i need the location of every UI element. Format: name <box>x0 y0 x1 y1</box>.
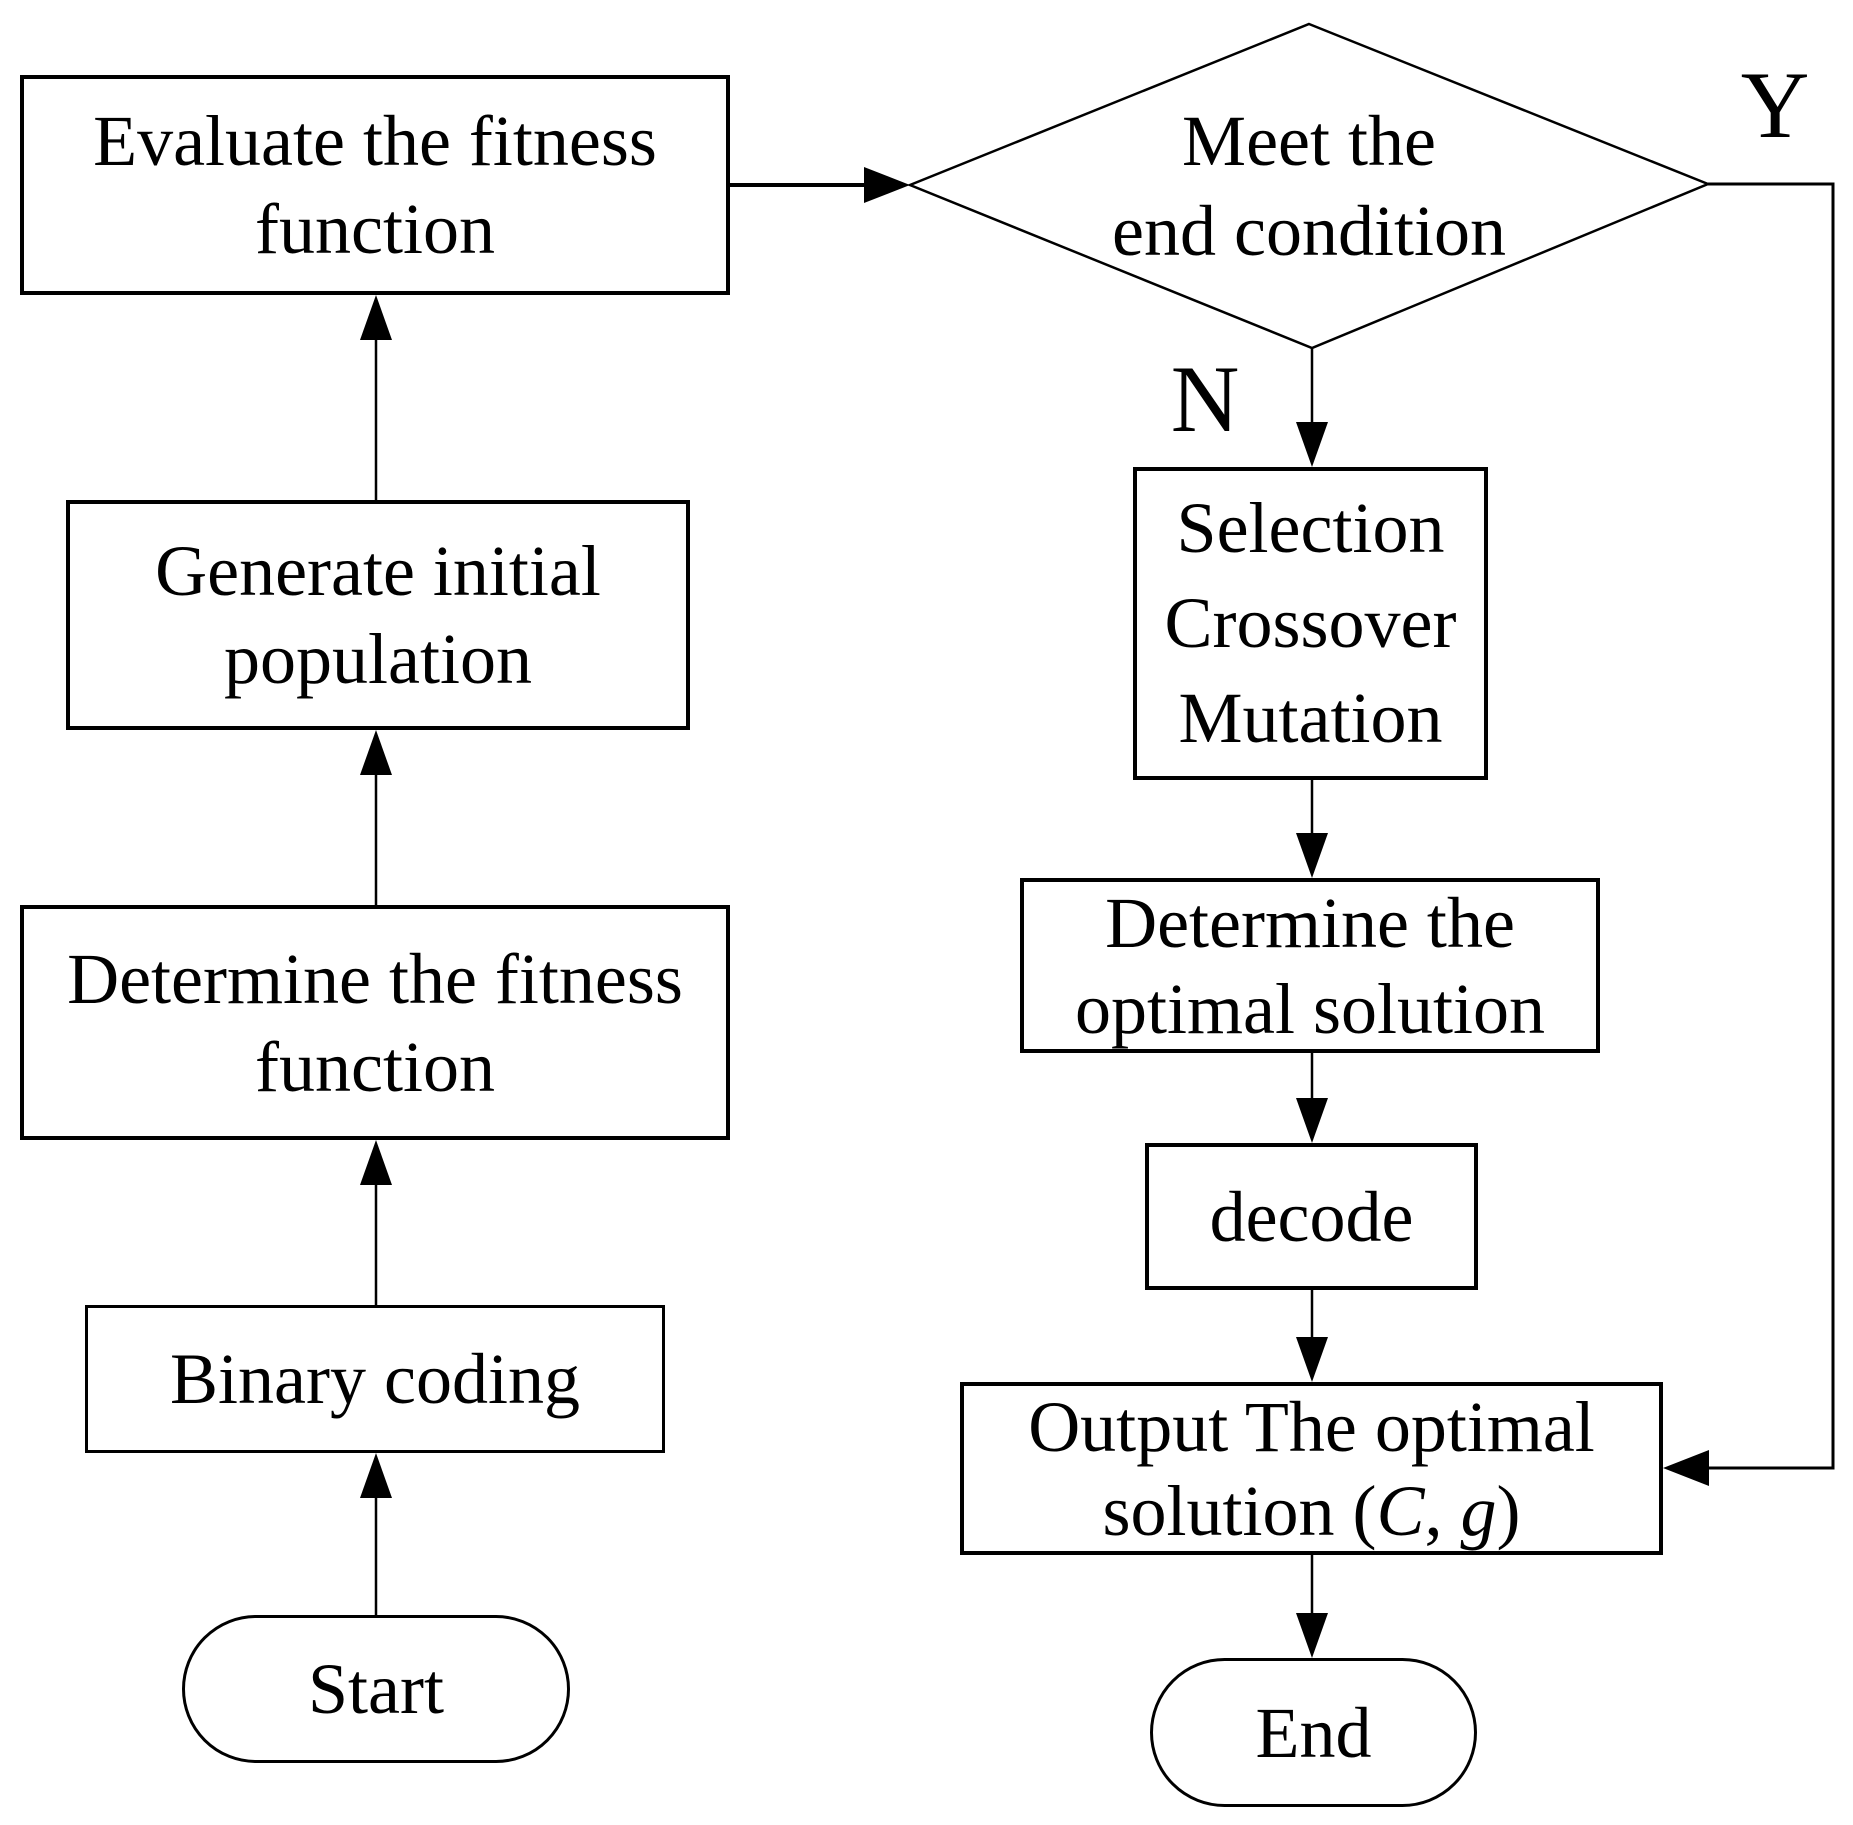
output-solution-prefix: solution ( <box>1102 1470 1377 1551</box>
arrowhead-down <box>1296 1098 1328 1143</box>
start-label: Start <box>308 1649 444 1729</box>
arrowhead-left <box>1663 1450 1709 1486</box>
selection-crossover-mutation-box: Selection Crossover Mutation <box>1133 467 1488 780</box>
generate-population-box: Generate initial population <box>66 500 690 730</box>
determine-optimal-line1: Determine the <box>1105 882 1515 963</box>
decode-box: decode <box>1145 1143 1478 1290</box>
arrowhead-up <box>360 730 392 775</box>
output-suffix: ) <box>1496 1470 1521 1551</box>
output-optimal-line1: Output The optimal <box>1028 1386 1595 1467</box>
arrowhead-up <box>360 1453 392 1498</box>
output-optimal-line2: solution (C, g) <box>1102 1469 1520 1553</box>
determine-fitness-box: Determine the fitness function <box>20 905 730 1140</box>
determine-fitness-line2: function <box>255 1026 495 1107</box>
evaluate-fitness-line2: function <box>255 189 495 269</box>
end-label: End <box>1255 1692 1372 1773</box>
edge-yes-branch <box>1700 182 1835 1470</box>
generate-population-line1: Generate initial <box>155 531 601 611</box>
end-condition-line2: end condition <box>1112 191 1506 271</box>
end-condition-line1: Meet the <box>1182 101 1436 181</box>
decode-label: decode <box>1209 1176 1414 1257</box>
end-terminator: End <box>1150 1658 1477 1807</box>
mutation-line: Mutation <box>1178 678 1443 758</box>
determine-optimal-box: Determine the optimal solution <box>1020 878 1600 1053</box>
arrowhead-down <box>1296 1613 1328 1658</box>
arrowhead-down <box>1296 1337 1328 1382</box>
start-terminator: Start <box>182 1615 570 1763</box>
output-var-c: C <box>1376 1470 1425 1551</box>
crossover-line: Crossover <box>1164 583 1457 663</box>
binary-coding-box: Binary coding <box>85 1305 665 1453</box>
selection-line: Selection <box>1176 488 1445 568</box>
yes-branch-label: Y <box>1740 52 1810 158</box>
output-comma: , <box>1424 1470 1461 1551</box>
arrowhead-down <box>1296 422 1328 467</box>
no-branch-label: N <box>1170 346 1240 452</box>
evaluate-fitness-box: Evaluate the fitness function <box>20 75 730 295</box>
arrowhead-up <box>360 1140 392 1185</box>
arrowhead-down <box>1296 833 1328 878</box>
output-var-g: g <box>1460 1470 1497 1551</box>
end-condition-decision: Meet the end condition <box>910 24 1708 348</box>
generate-population-line2: population <box>224 619 532 699</box>
output-optimal-box: Output The optimal solution (C, g) <box>960 1382 1663 1555</box>
determine-optimal-line2: optimal solution <box>1074 968 1545 1049</box>
arrowhead-up <box>360 295 392 340</box>
determine-fitness-line1: Determine the fitness <box>67 938 683 1019</box>
arrowhead-right <box>864 167 910 203</box>
evaluate-fitness-line1: Evaluate the fitness <box>93 101 657 181</box>
binary-coding-label: Binary coding <box>170 1339 580 1419</box>
